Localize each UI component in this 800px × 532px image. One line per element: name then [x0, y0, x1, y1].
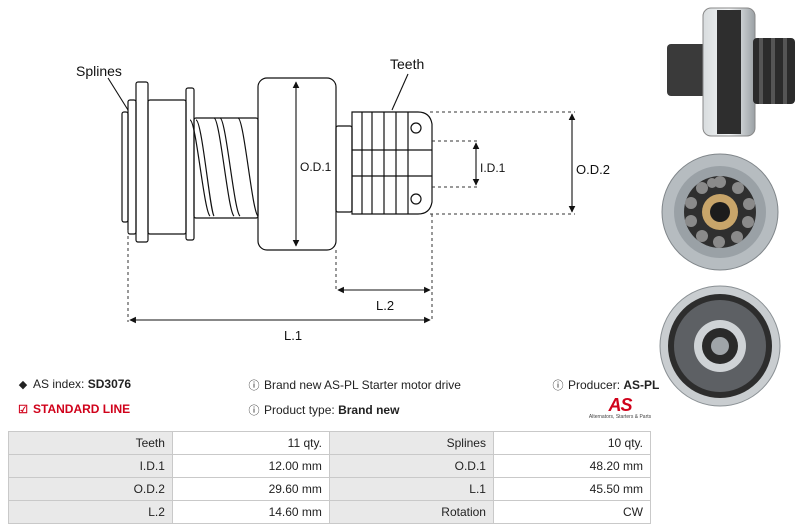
- drawing-spring: [189, 117, 259, 217]
- product-photo-side: [667, 7, 795, 137]
- leader-teeth: [391, 73, 409, 111]
- technical-drawing: Splines Teeth O.D.1 I.D.1 O.D.2 L.2 L.1: [76, 56, 610, 343]
- spec-table: Teeth 11 qty. Splines 10 qty. I.D.1 12.0…: [8, 431, 652, 524]
- brand-logo: AS Alternators, Starters & Parts: [588, 396, 652, 421]
- spec-label: Rotation: [328, 500, 494, 524]
- logo-mark: AS: [608, 395, 632, 415]
- spec-label: Splines: [328, 431, 494, 455]
- leader-splines: [107, 77, 129, 111]
- spec-value: 45.50 mm: [492, 477, 652, 501]
- drawing-pinion: [351, 111, 433, 215]
- tag-icon: ◆: [18, 379, 28, 391]
- spec-value: 12.00 mm: [171, 454, 330, 478]
- spec-value: 10 qty.: [492, 431, 652, 455]
- spec-label: L.1: [328, 477, 494, 501]
- label-l2: L.2: [376, 298, 394, 313]
- info-icon: ⓘ: [248, 405, 260, 417]
- label-l1: L.1: [284, 328, 302, 343]
- as-index: ◆AS index: SD3076: [16, 377, 131, 391]
- drawing-left-cap: [121, 111, 129, 223]
- info-icon: ⓘ: [248, 380, 260, 392]
- spec-value: CW: [492, 500, 652, 524]
- product-type-value: Brand new: [338, 403, 400, 417]
- label-od2: O.D.2: [576, 162, 610, 177]
- info-icon: ⓘ: [552, 380, 564, 392]
- product-photo-front: [661, 153, 779, 271]
- drawing-flange: [135, 81, 149, 243]
- checkbox-icon: ☑: [18, 404, 28, 416]
- spec-value: 48.20 mm: [492, 454, 652, 478]
- product-photo-rear: [659, 285, 781, 407]
- table-row: O.D.2 29.60 mm L.1 45.50 mm: [8, 477, 652, 501]
- standard-line: ☑STANDARD LINE: [16, 402, 130, 416]
- table-row: L.2 14.60 mm Rotation CW: [8, 500, 652, 524]
- logo-tagline: Alternators, Starters & Parts: [588, 414, 652, 420]
- as-index-value: SD3076: [87, 377, 132, 391]
- label-teeth: Teeth: [390, 56, 424, 72]
- spec-value: 11 qty.: [171, 431, 330, 455]
- spec-label: O.D.2: [8, 477, 173, 501]
- table-row: I.D.1 12.00 mm O.D.1 48.20 mm: [8, 454, 652, 478]
- spec-label: Teeth: [8, 431, 173, 455]
- spec-label: I.D.1: [8, 454, 173, 478]
- spec-label: O.D.1: [328, 454, 494, 478]
- spec-label: L.2: [8, 500, 173, 524]
- label-od1: O.D.1: [300, 160, 332, 174]
- label-splines: Splines: [76, 63, 122, 79]
- label-id1: I.D.1: [480, 161, 506, 175]
- spec-value: 29.60 mm: [171, 477, 330, 501]
- spec-value: 14.60 mm: [171, 500, 330, 524]
- producer-value: AS-PL: [623, 378, 660, 392]
- table-row: Teeth 11 qty. Splines 10 qty.: [8, 431, 652, 455]
